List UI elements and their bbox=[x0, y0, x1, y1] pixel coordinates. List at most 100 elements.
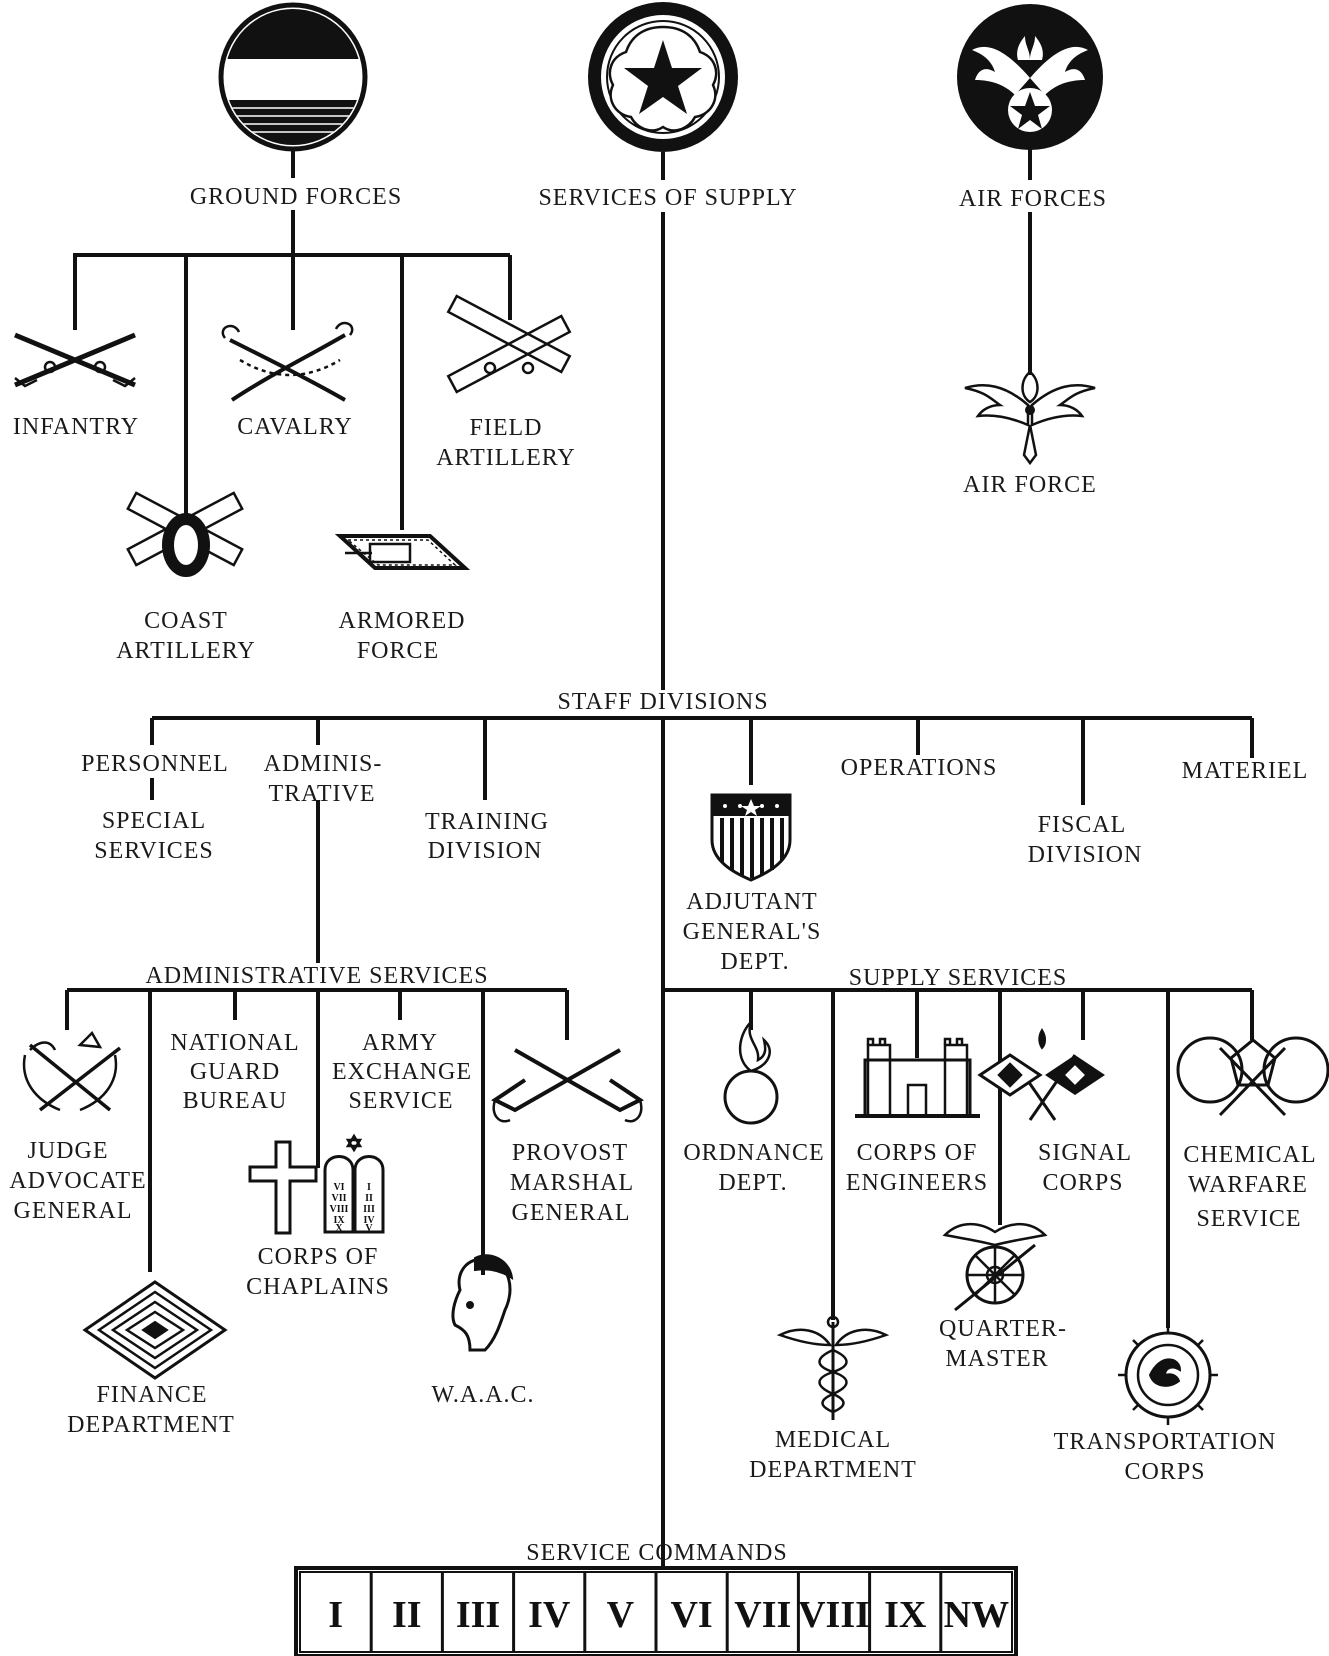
tablet-left-5: X bbox=[335, 1223, 343, 1234]
finance-diamond-icon bbox=[82, 1280, 228, 1380]
fiscal-division-label-1: FISCAL bbox=[1038, 812, 1127, 838]
special-services-label-1: SPECIAL bbox=[102, 808, 206, 834]
training-division-label-2: DIVISION bbox=[428, 838, 543, 864]
tablet-left-4: IX bbox=[333, 1215, 345, 1226]
provost-marshal-label-3: GENERAL bbox=[512, 1200, 631, 1226]
tablet-right-2: II bbox=[365, 1193, 373, 1204]
chemical-warfare-icon bbox=[1176, 1036, 1329, 1117]
materiel-label: MATERIEL bbox=[1182, 758, 1309, 784]
army-exchange-label-3: SERVICE bbox=[348, 1088, 453, 1114]
armored-force-label-2: FORCE bbox=[357, 638, 439, 664]
administrative-label-2: TRATIVE bbox=[269, 781, 376, 807]
chaplains-cross-icon bbox=[248, 1140, 318, 1235]
chemical-warfare-label-2: WARFARE bbox=[1188, 1172, 1308, 1198]
ordnance-bomb-icon bbox=[723, 1021, 779, 1125]
cavalry-sabers-icon bbox=[221, 321, 354, 402]
special-services-label-2: SERVICES bbox=[94, 838, 213, 864]
transportation-label-2: CORPS bbox=[1124, 1459, 1205, 1485]
administrative-services-label: ADMINISTRATIVE SERVICES bbox=[145, 963, 488, 989]
ground-forces-label: GROUND FORCES bbox=[190, 184, 402, 210]
training-division-label-1: TRAINING bbox=[425, 809, 549, 835]
service-command-9: IX bbox=[884, 1594, 926, 1636]
service-commands-label: SERVICE COMMANDS bbox=[526, 1540, 787, 1566]
field-artillery-label-1: FIELD bbox=[470, 415, 543, 441]
infantry-rifles-icon bbox=[14, 332, 136, 388]
judge-advocate-label-2: ADVOCATE bbox=[9, 1168, 146, 1194]
coast-artillery-label-2: ARTILLERY bbox=[116, 638, 256, 664]
national-guard-label-3: BUREAU bbox=[183, 1088, 288, 1114]
services-of-supply-label: SERVICES OF SUPPLY bbox=[538, 185, 797, 211]
adjutant-general-label-1: ADJUTANT bbox=[686, 889, 817, 915]
tablet-right-1: I bbox=[367, 1182, 371, 1193]
tablet-left-2: VII bbox=[331, 1193, 346, 1204]
administrative-label-1: ADMINIS- bbox=[264, 751, 383, 777]
waac-label: W.A.A.C. bbox=[431, 1382, 534, 1408]
tablet-left-3: VIII bbox=[330, 1204, 349, 1215]
service-command-7: VII bbox=[734, 1594, 791, 1636]
coast-artillery-icon bbox=[126, 491, 244, 577]
armored-force-label-1: ARMORED bbox=[338, 608, 465, 634]
service-command-5: V bbox=[607, 1594, 635, 1636]
coast-artillery-label-1: COAST bbox=[144, 608, 228, 634]
transportation-label-1: TRANSPORTATION bbox=[1054, 1429, 1277, 1455]
service-commands-box bbox=[294, 1566, 1018, 1656]
quartermaster-label-2: MASTER bbox=[945, 1346, 1048, 1372]
army-exchange-label-1: ARMY bbox=[362, 1030, 438, 1056]
service-command-6: VI bbox=[670, 1594, 712, 1636]
army-exchange-label-2: EXCHANGE bbox=[332, 1059, 472, 1085]
medical-label-1: MEDICAL bbox=[775, 1427, 891, 1453]
judge-advocate-wreath-icon bbox=[22, 1030, 122, 1112]
tablet-right-4: IV bbox=[363, 1215, 375, 1226]
finance-department-label-2: DEPARTMENT bbox=[67, 1412, 235, 1438]
engineers-castle-icon bbox=[855, 1037, 980, 1118]
ordnance-label-2: DEPT. bbox=[718, 1170, 787, 1196]
chaplains-tablets-icon bbox=[323, 1133, 385, 1234]
waac-athena-head-icon bbox=[451, 1254, 514, 1352]
transportation-wheel-icon bbox=[1118, 1325, 1218, 1425]
operations-label: OPERATIONS bbox=[841, 755, 998, 781]
fiscal-division-label-2: DIVISION bbox=[1028, 842, 1143, 868]
quartermaster-label-1: QUARTER- bbox=[939, 1316, 1067, 1342]
finance-department-label-1: FINANCE bbox=[96, 1382, 207, 1408]
service-command-1: I bbox=[328, 1594, 343, 1636]
signal-flags-icon bbox=[977, 1028, 1105, 1121]
service-command-4: IV bbox=[528, 1594, 571, 1636]
cavalry-label: CAVALRY bbox=[237, 414, 353, 440]
service-command-8: VIII bbox=[798, 1594, 870, 1636]
ordnance-label-1: ORDNANCE bbox=[683, 1140, 824, 1166]
signal-corps-label-2: CORPS bbox=[1042, 1170, 1123, 1196]
tablet-left-1: VI bbox=[333, 1182, 344, 1193]
engineers-label-1: CORPS OF bbox=[857, 1140, 978, 1166]
air-forces-label: AIR FORCES bbox=[959, 186, 1107, 212]
signal-corps-label-1: SIGNAL bbox=[1038, 1140, 1132, 1166]
field-artillery-label-2: ARTILLERY bbox=[436, 445, 576, 471]
chaplains-label-1: CORPS OF bbox=[258, 1244, 379, 1270]
service-command-3: III bbox=[456, 1594, 500, 1636]
supply-services-label: SUPPLY SERVICES bbox=[849, 965, 1068, 991]
infantry-label: INFANTRY bbox=[13, 414, 139, 440]
air-force-wings-icon bbox=[964, 370, 1096, 466]
tablet-numerals: VI VII VIII IX X I II III IV V bbox=[330, 1182, 376, 1234]
chaplains-label-2: CHAPLAINS bbox=[246, 1274, 390, 1300]
tablet-right-3: III bbox=[363, 1204, 375, 1215]
services-of-supply-emblem-icon bbox=[588, 2, 738, 152]
national-guard-label-2: GUARD bbox=[190, 1059, 280, 1085]
engineers-label-2: ENGINEERS bbox=[846, 1170, 988, 1196]
medical-caduceus-icon bbox=[776, 1315, 890, 1420]
provost-marshal-label-2: MARSHAL bbox=[510, 1170, 634, 1196]
adjutant-general-label-3: DEPT. bbox=[720, 949, 789, 975]
provost-pistols-icon bbox=[491, 1048, 644, 1123]
service-command-2: II bbox=[392, 1594, 422, 1636]
chemical-warfare-label-1: CHEMICAL bbox=[1183, 1142, 1316, 1168]
service-command-10: NW bbox=[944, 1594, 1009, 1636]
armored-force-tank-icon bbox=[334, 534, 471, 570]
provost-marshal-label-1: PROVOST bbox=[512, 1140, 628, 1166]
quartermaster-eagle-wheel-icon bbox=[942, 1222, 1048, 1312]
ground-forces-emblem-icon bbox=[218, 2, 368, 152]
connector-lines bbox=[65, 140, 1254, 1585]
labels: GROUND FORCES SERVICES OF SUPPLY AIR FOR… bbox=[9, 184, 1316, 1566]
national-guard-label-1: NATIONAL bbox=[170, 1030, 299, 1056]
